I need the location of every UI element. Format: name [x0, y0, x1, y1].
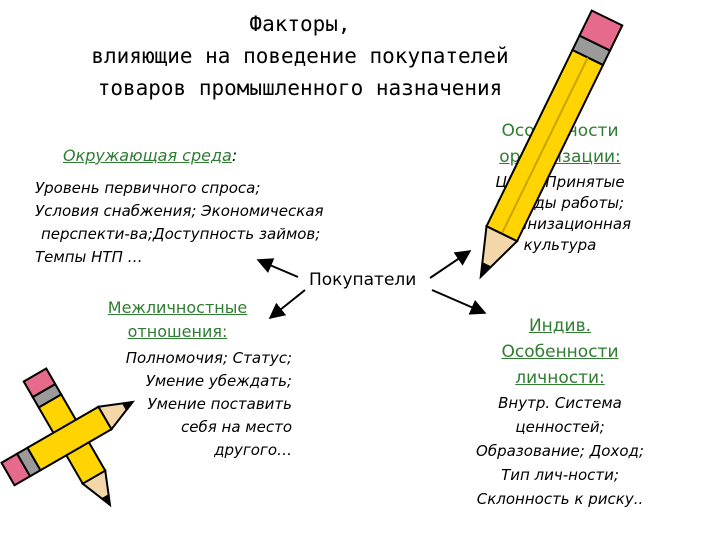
- pencil-icon: [465, 11, 622, 285]
- arrow-to-individual: [432, 290, 485, 313]
- arrow-to-environment: [258, 260, 298, 277]
- arrow-to-organization: [430, 251, 470, 278]
- arrow-to-interpersonal: [270, 290, 305, 318]
- pencil-icon: [2, 391, 140, 486]
